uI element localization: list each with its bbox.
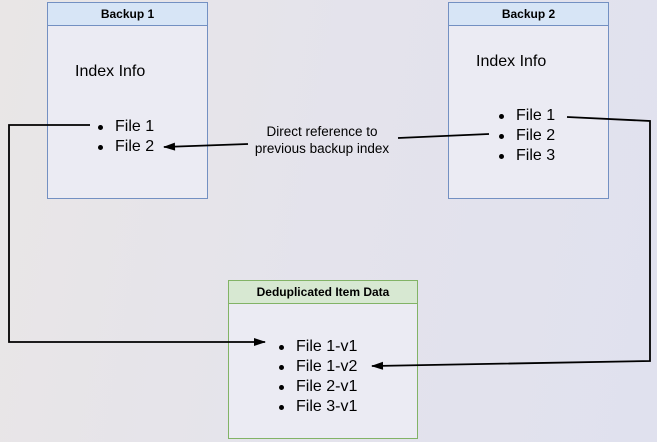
bullet-icon — [499, 133, 504, 139]
bullet-icon — [499, 113, 504, 119]
backup2-index-info-label: Index Info — [476, 53, 547, 70]
backup2-file-list: File 1 File 2 File 3 — [499, 106, 555, 166]
dedup-title: Deduplicated Item Data — [229, 281, 417, 304]
bullet-icon — [98, 124, 103, 130]
bullet-icon — [499, 153, 504, 159]
bullet-icon — [279, 364, 284, 370]
list-item: File 1-v1 — [279, 337, 357, 357]
list-item: File 2 — [499, 126, 555, 146]
file-label: File 1 — [115, 118, 155, 135]
backup2-node: Backup 2 Index Info File 1 File 2 File 3 — [448, 2, 609, 199]
file-label: File 1-v2 — [296, 358, 358, 375]
backup2-title: Backup 2 — [449, 3, 608, 26]
file-label: File 2-v1 — [296, 378, 358, 395]
list-item: File 2-v1 — [279, 377, 357, 397]
file-label: File 1 — [516, 107, 556, 124]
bullet-icon — [279, 384, 284, 390]
bullet-icon — [279, 344, 284, 350]
backup1-file-list: File 1 File 2 — [98, 117, 154, 157]
dedup-node: Deduplicated Item Data File 1-v1 File 1-… — [228, 280, 418, 439]
list-item: File 1 — [499, 106, 555, 126]
file-label: File 2 — [115, 138, 155, 155]
list-item: File 1 — [98, 117, 154, 137]
dedup-file-list: File 1-v1 File 1-v2 File 2-v1 File 3-v1 — [279, 337, 357, 417]
file-label: File 3 — [516, 147, 556, 164]
edge-label-line2: previous backup index — [254, 141, 390, 156]
file-label: File 1-v1 — [296, 338, 358, 355]
list-item: File 1-v2 — [279, 357, 357, 377]
file-label: File 2 — [516, 127, 556, 144]
file-label: File 3-v1 — [296, 398, 358, 415]
bullet-icon — [98, 144, 103, 150]
list-item: File 2 — [98, 137, 154, 157]
backup1-title: Backup 1 — [48, 3, 207, 26]
backup1-index-info-label: Index Info — [75, 63, 146, 80]
list-item: File 3-v1 — [279, 397, 357, 417]
edge-label-direct-reference: Direct reference to previous backup inde… — [255, 123, 389, 157]
edge-label-line1: Direct reference to — [266, 124, 378, 139]
list-item: File 3 — [499, 146, 555, 166]
bullet-icon — [279, 404, 284, 410]
backup1-node: Backup 1 Index Info File 1 File 2 — [47, 2, 208, 199]
